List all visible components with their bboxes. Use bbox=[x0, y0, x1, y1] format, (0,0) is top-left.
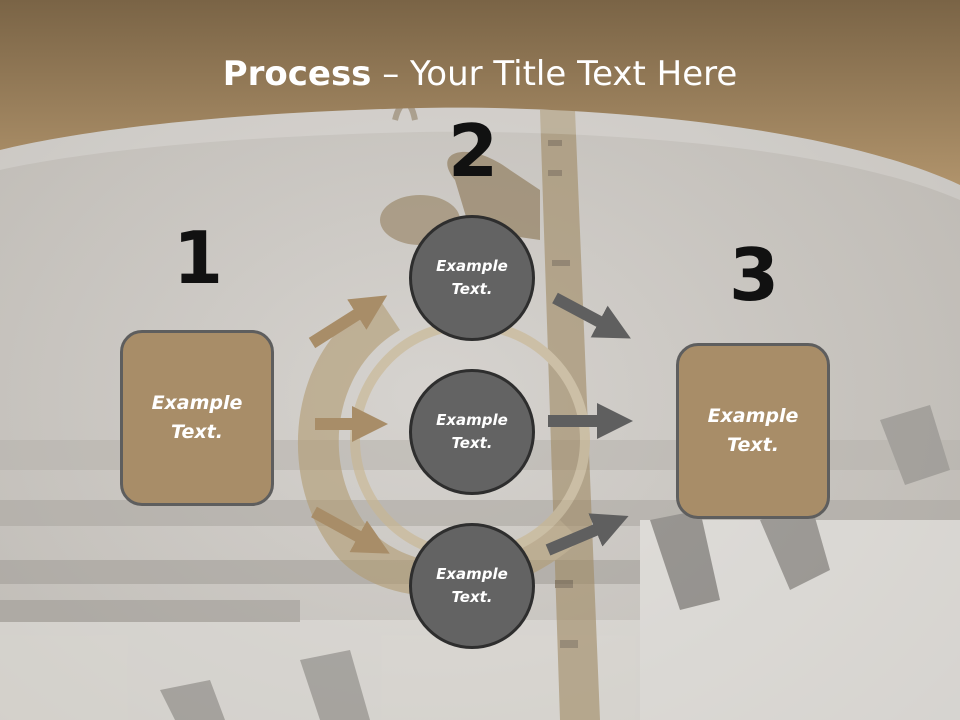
step-number-3: 3 bbox=[728, 233, 780, 317]
step-number-1: 1 bbox=[172, 216, 224, 300]
circle-bottom: Example Text. bbox=[409, 523, 535, 649]
circle-top: Example Text. bbox=[409, 215, 535, 341]
header-band bbox=[0, 0, 960, 185]
title-bold: Process bbox=[222, 54, 372, 94]
title-rest: – Your Title Text Here bbox=[371, 54, 738, 94]
step-1-box: Example Text. bbox=[120, 330, 274, 506]
slide-title: Process – Your Title Text Here bbox=[0, 50, 960, 98]
arrow-to-circle-1 bbox=[308, 295, 388, 349]
step-number-2: 2 bbox=[447, 109, 499, 193]
arrow-to-circle-3 bbox=[311, 506, 390, 554]
arrow-from-circle-3 bbox=[545, 513, 629, 556]
circle-middle: Example Text. bbox=[409, 369, 535, 495]
step-3-box: Example Text. bbox=[676, 343, 830, 519]
arrow-from-circle-1 bbox=[552, 292, 631, 339]
